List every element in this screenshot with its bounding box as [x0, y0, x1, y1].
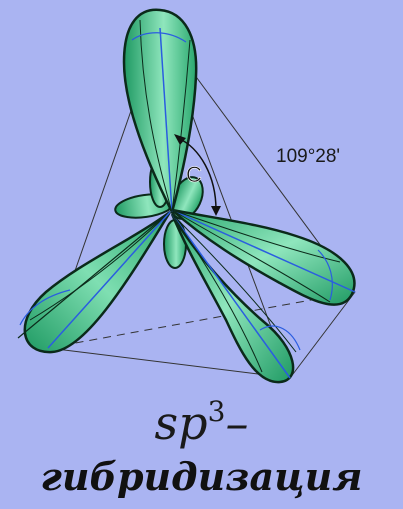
tetra-edge-bottom-front [47, 347, 291, 379]
lobe-right [167, 207, 356, 306]
lobe-top [122, 8, 198, 216]
angle-arrowhead-top [174, 134, 186, 145]
formula-base: sp [154, 396, 208, 450]
angle-arc [177, 137, 217, 211]
formula-dash: – [225, 396, 249, 450]
bond-angle-arc [174, 134, 221, 216]
bond-angle-label: 109°28' [276, 146, 340, 167]
sp3-orbital-diagram: C 109°28' [17, 8, 356, 384]
angle-arrowhead-bottom [211, 206, 221, 216]
caption-formula: sp3– [0, 384, 403, 451]
caption-hybridization-word: гибридизация [40, 454, 363, 499]
tetra-edge-right-front [289, 291, 356, 379]
center-atom-label: C [186, 162, 202, 187]
tetra-edge-hidden-back [47, 291, 356, 349]
lobe-front-bottom [170, 213, 301, 384]
back-lobe-bottom [163, 219, 187, 269]
formula-superscript: 3 [207, 395, 226, 428]
lobe-left-lower [17, 210, 172, 354]
